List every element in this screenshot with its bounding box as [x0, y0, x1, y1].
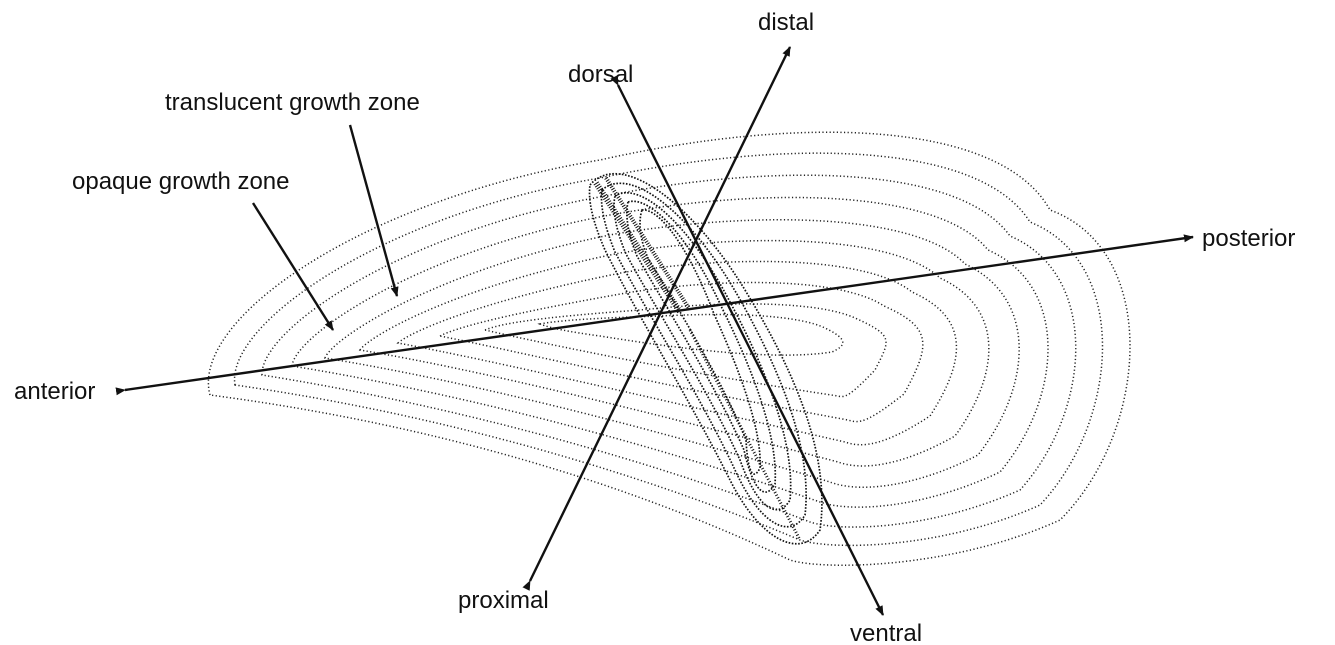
- label-proximal: proximal: [458, 587, 549, 614]
- label-translucent-growth-zone: translucent growth zone: [165, 89, 420, 116]
- axis-dorsal-ventral: [618, 85, 883, 615]
- label-anterior: anterior: [14, 378, 95, 405]
- growth-rings-transverse: [590, 174, 822, 544]
- label-posterior: posterior: [1202, 225, 1295, 252]
- axis-distal-proximal: [530, 47, 790, 581]
- label-dorsal: dorsal: [568, 61, 633, 88]
- label-opaque-growth-zone: opaque growth zone: [72, 168, 290, 195]
- growth-rings-horizontal: [208, 132, 1130, 565]
- pointer-opaque-growth-zone: [253, 203, 333, 330]
- label-distal: distal: [758, 9, 814, 36]
- label-ventral: ventral: [850, 620, 922, 645]
- axes: [125, 47, 1193, 615]
- pointer-translucent-growth-zone: [350, 125, 397, 296]
